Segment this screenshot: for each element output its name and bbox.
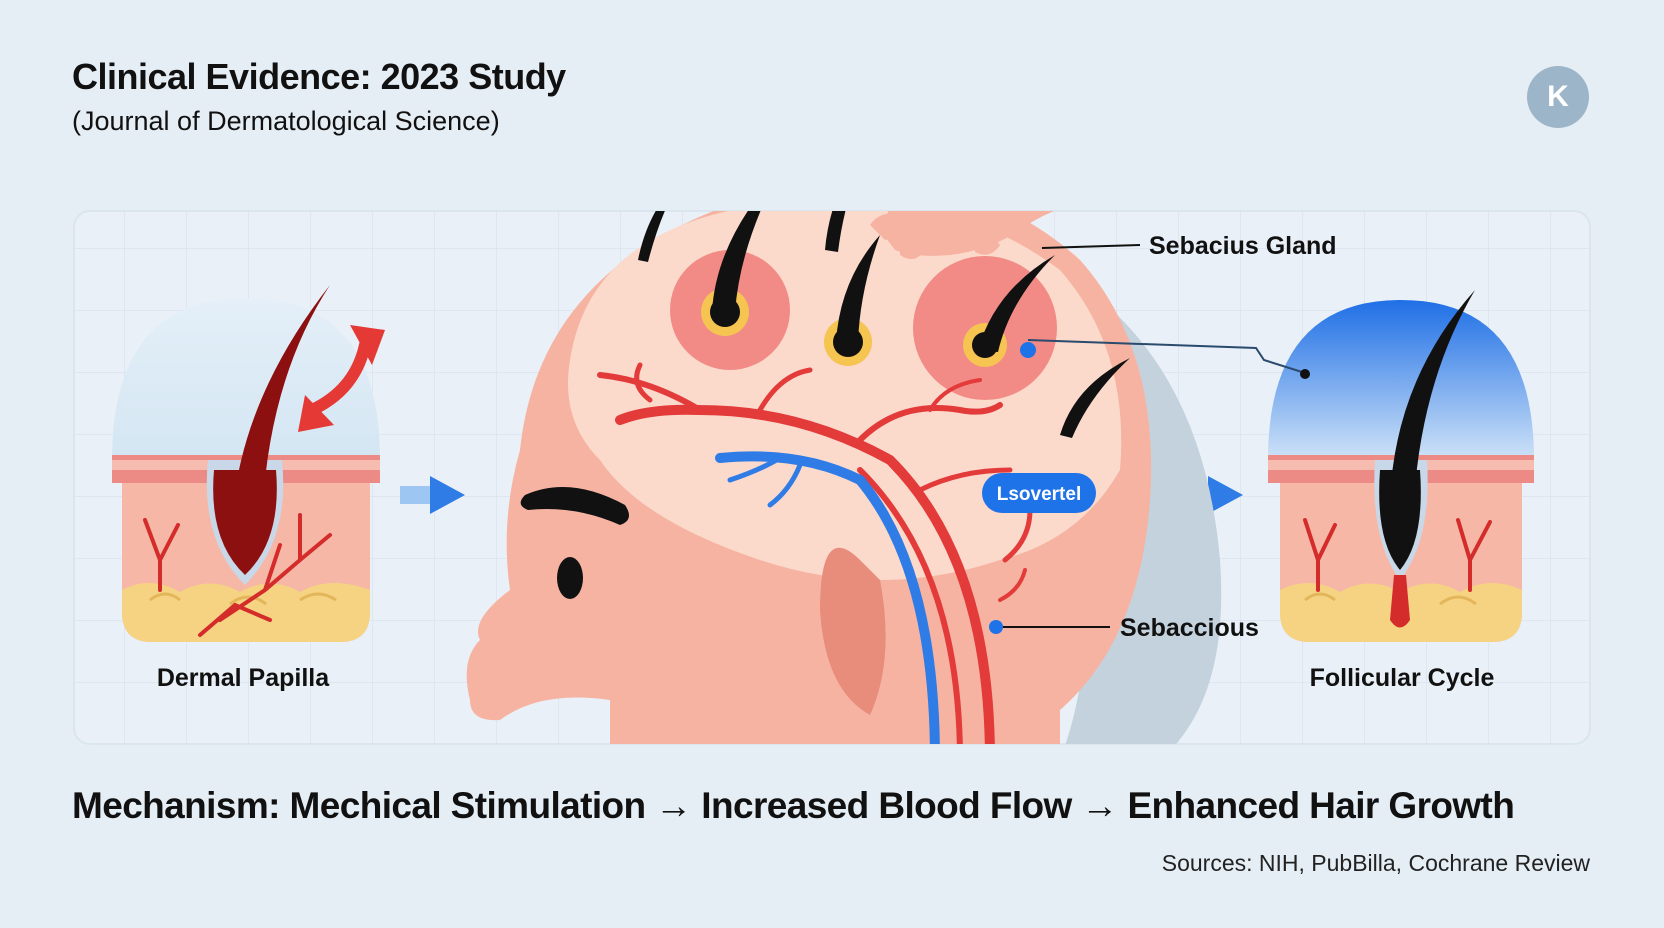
head-illustration	[466, 211, 1222, 744]
avatar[interactable]: K	[1527, 66, 1589, 128]
vessel-badge-label: Lsovertel	[997, 484, 1081, 505]
follicular-cycle-illustration	[1268, 290, 1534, 642]
arrow-right-icon	[400, 476, 465, 514]
sebaceous-label: Sebaccious	[1120, 614, 1259, 642]
vessel-badge: Lsovertel	[982, 473, 1096, 513]
curved-double-arrow-icon	[298, 325, 385, 432]
dermal-papilla-label: Dermal Papilla	[157, 664, 330, 692]
page-title: Clinical Evidence: 2023 Study	[72, 56, 566, 97]
sources-caption: Sources: NIH, PubBilla, Cochrane Review	[1161, 850, 1590, 876]
dermal-papilla-illustration	[112, 285, 385, 642]
follicular-cycle-label: Follicular Cycle	[1310, 664, 1495, 692]
page-subtitle: (Journal of Dermatological Science)	[72, 106, 500, 136]
sebaceous-gland-label: Sebacius Gland	[1149, 232, 1337, 260]
mechanism-caption: Mechanism: Mechical Stimulation → Increa…	[72, 785, 1515, 826]
callout-lines	[989, 244, 1310, 634]
hand-icon	[870, 211, 1125, 259]
